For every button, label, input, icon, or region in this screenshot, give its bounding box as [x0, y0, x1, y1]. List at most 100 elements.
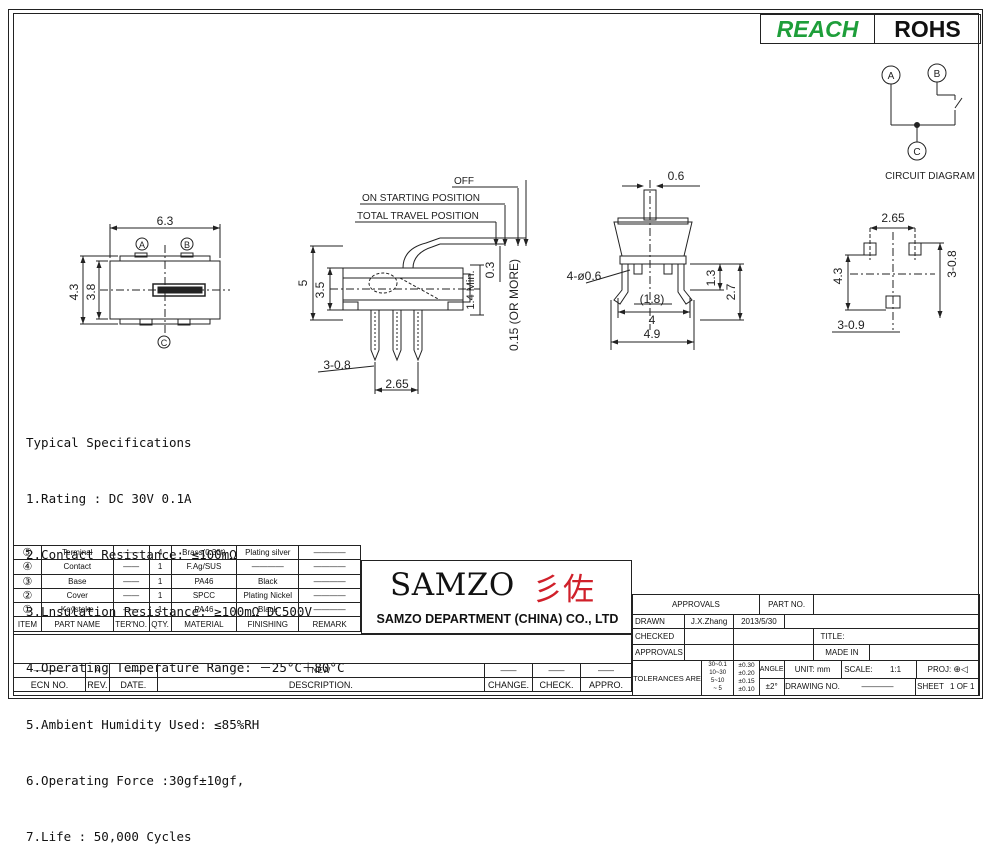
bom-item: ⑤	[13, 544, 42, 561]
bom-part: Terminal	[40, 544, 114, 561]
reach-badge: REACH	[761, 15, 875, 43]
circuit-label-c: C	[913, 147, 920, 158]
tb-drawn-date: 2013/5/30	[733, 614, 785, 629]
bom-header-part: PART NAME	[40, 616, 114, 633]
title-block: APPROVALS PART NO. DRAWN J.X.Zhang 2013/…	[631, 594, 980, 696]
bom-header-item: ITEM	[13, 616, 42, 633]
rev-header-ecn: ECN NO.	[13, 677, 86, 692]
tb-tol-range: 30~0.1	[708, 662, 727, 668]
dim-side-015: 0.15 (OR MORE)	[507, 259, 521, 351]
pcb-footprint	[832, 227, 944, 333]
tb-tol-value: ±0.20	[738, 670, 755, 677]
bom-finishing: ————	[236, 559, 300, 575]
bom-part: Base	[40, 573, 114, 589]
front-pin-c: C	[161, 338, 168, 348]
revision-table: ————A——NEW—————— ECN NO.REV.DATE.DESCRIP…	[13, 634, 633, 692]
dim-fp-height: 4.3	[831, 267, 845, 284]
tb-drawing-no: DRAWING NO.	[785, 682, 840, 691]
tb-tolerances: TOLERANCES ARE	[633, 673, 701, 683]
tb-title: TITLE:	[813, 628, 980, 645]
bom-qty: 1	[148, 587, 172, 604]
dim-end-4: 4	[649, 313, 656, 327]
rev-desc: NEW	[156, 663, 486, 678]
rev-header-desc: DESCRIPTION.	[156, 677, 486, 692]
bom-finishing: Plating Nickel	[236, 587, 300, 604]
rev-header-rev: REV.	[84, 677, 110, 692]
spec-line: 5.Ambient Humidity Used: ≤85%RH	[26, 716, 260, 732]
side-view	[310, 180, 527, 394]
tb-tol-range: ~ 5	[713, 686, 722, 692]
tb-approvals: APPROVALS	[632, 594, 760, 615]
tb-sheet-val: 1 OF 1	[950, 682, 975, 691]
dim-fp-pad: 3-0.9	[837, 318, 865, 332]
front-view	[80, 224, 230, 349]
company-name: SAMZO DEPARTMENT (CHINA) CO., LTD	[376, 612, 619, 626]
company-logo-latin: SAMZO	[390, 567, 515, 603]
bom-header-material: MATERIAL	[170, 616, 238, 633]
rev-header-check: CHECK.	[532, 677, 581, 692]
bom-item: ①	[13, 602, 42, 618]
revision-row: ————A——NEW——————	[13, 663, 633, 678]
tb-part-no: PART NO.	[758, 594, 815, 615]
dim-end-holes: 4-ø0.6	[567, 269, 602, 283]
rev-date: ——	[108, 663, 158, 678]
tb-proj-label: PROJ:	[927, 665, 952, 674]
tb-drawing-no-val: ————	[841, 679, 916, 695]
tb-drawn: DRAWN	[632, 614, 685, 629]
bom-ter: ——	[112, 544, 150, 561]
tb-made-in: MADE IN	[813, 644, 871, 661]
rev-appro: ——	[579, 663, 633, 678]
tb-tol-value: ±0.15	[738, 678, 755, 685]
dim-end-49: 4.9	[644, 327, 661, 341]
company-logo-cjk: 彡佐	[532, 572, 594, 608]
company-block: SAMZO 彡佐 SAMZO DEPARTMENT (CHINA) CO., L…	[361, 560, 632, 634]
spec-line: 6.Operating Force :30gf±10gf,	[26, 772, 245, 788]
dim-side-pitch: 2.65	[385, 377, 409, 391]
bom-material: PA46	[170, 602, 238, 618]
bom-remark: ————	[298, 544, 361, 561]
bom-item: ②	[13, 587, 42, 604]
bom-finishing: Black	[236, 602, 300, 618]
bom-material: Brass(0.30t)	[170, 544, 238, 561]
bom-ter: ——	[112, 587, 150, 604]
circuit-label-a: A	[888, 71, 895, 82]
dim-front-width: 6.3	[157, 214, 174, 228]
bom-remark: ————	[298, 587, 361, 604]
dim-end-13: 1.3	[704, 269, 718, 286]
drawing-outer-border	[8, 9, 983, 699]
rev-ecn: ————	[13, 663, 86, 678]
bom-material: PA46	[170, 573, 238, 589]
label-total-travel: TOTAL TRAVEL POSITION	[357, 211, 479, 222]
bom-item: ③	[13, 573, 42, 589]
rev-change: ——	[484, 663, 534, 678]
spec-line: 7.Life : 50,000 Cycles	[26, 829, 192, 845]
bom-material: F.Ag/SUS	[170, 559, 238, 575]
bom-remark: ————	[298, 559, 361, 575]
tb-scale-val: 1:1	[876, 661, 917, 678]
end-view	[585, 180, 744, 350]
bom-header-finishing: FINISHING	[236, 616, 300, 633]
dim-end-mid: (1.8)	[640, 292, 665, 306]
dim-side-min: 1.4 Min.	[465, 270, 477, 309]
rev-header-date: DATE.	[108, 677, 158, 692]
tb-proj: PROJ: ⊕◁	[917, 662, 979, 679]
bom-qty: 1	[148, 602, 172, 618]
bom-header-remark: REMARK	[298, 616, 361, 633]
tb-tol-range: 10~30	[709, 670, 727, 676]
tb-angle: ANGLE	[760, 662, 784, 679]
spec-line: 1.Rating : DC 30V 0.1A	[26, 490, 192, 506]
bom-ter: ——	[112, 573, 150, 589]
dim-side-03: 0.3	[483, 261, 497, 278]
bom-qty: 4	[148, 544, 172, 561]
bom-ter: ——	[112, 602, 150, 618]
tb-angle-val: ±2°	[765, 682, 778, 691]
spec-title: Typical Specifications	[26, 434, 192, 450]
dim-side-height: 5	[296, 279, 310, 286]
projection-symbol-icon: ⊕◁	[953, 664, 968, 674]
